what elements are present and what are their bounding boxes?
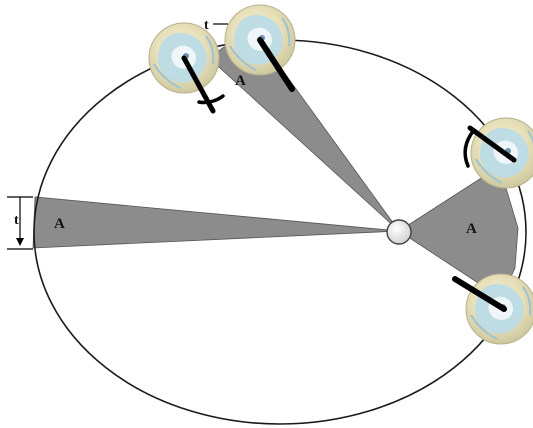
area-label-top: A — [235, 73, 246, 89]
axis-lines — [181, 37, 517, 312]
area-sector-top — [208, 41, 400, 232]
time-marker-left — [7, 196, 33, 250]
time-label-top: t — [204, 18, 209, 33]
area-label-left: A — [54, 216, 65, 232]
sun-circle — [386, 219, 412, 245]
area-sector-left — [32, 196, 400, 249]
time-label-left: t — [14, 213, 19, 228]
area-label-right: A — [466, 221, 477, 237]
